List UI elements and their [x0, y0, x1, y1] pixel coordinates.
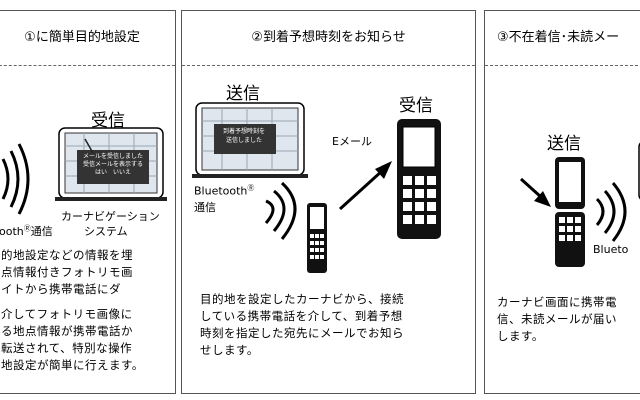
panel-destination-setting: ①に簡単目的地設定 受信 メールを受信しました受信メールを表示するはい いいえ … — [0, 10, 176, 394]
bluetooth-waves-icon — [1, 143, 30, 215]
panel-arrival-notice: ②到着予想時刻をお知らせ — [181, 10, 476, 394]
bluetooth-waves-icon — [264, 181, 297, 240]
mobile-phone-small-icon — [307, 203, 327, 273]
bluetooth-waves-icon — [595, 182, 627, 242]
panel-description: 目的地を設定したカーナビから、接続 している携帯電話を介して、到着予想 時刻を指… — [200, 292, 404, 357]
illustration — [192, 102, 441, 273]
panel-title: ③不在着信･未読メー — [497, 30, 620, 45]
send-label: 送信 — [547, 134, 581, 154]
panel-description: 的地設定などの情報を埋 点情報付きフォトリモ画 イトから携帯電話にダ 介してフォ… — [1, 248, 144, 372]
send-label: 送信 — [226, 84, 260, 104]
divider — [485, 65, 640, 66]
incoming-arrow-icon — [519, 177, 551, 207]
email-arrow-icon — [338, 161, 392, 211]
divider — [182, 65, 475, 66]
navi-system-label: システム — [84, 225, 128, 238]
mobile-phone-large-icon — [397, 119, 441, 239]
illustration — [519, 142, 640, 267]
navi-label: カーナビゲーション — [61, 210, 160, 223]
car-navi-monitor-icon — [55, 127, 167, 201]
receive-label: 受信 — [91, 111, 125, 131]
car-navi-monitor-icon — [192, 102, 308, 178]
panel-title: ②到着予想時刻をお知らせ — [251, 30, 406, 45]
panel-missed-calls: ③不在着信･未読メー 送信 Blueto カーナビ画面に携帯電 — [484, 10, 640, 394]
panel-description: カーナビ画面に携帯電 信、未読メールが届い します。 — [497, 295, 617, 343]
receive-label: 受信 — [399, 96, 433, 116]
bluetooth-label: BluetoothⓇ — [194, 184, 255, 198]
panel-title: ①に簡単目的地設定 — [24, 30, 140, 45]
divider — [0, 65, 175, 66]
navi-screen-text: メールを受信しました受信メールを表示するはい いいえ — [82, 153, 143, 176]
mobile-phone-icon — [555, 157, 585, 267]
bluetooth-label: oothⓇ通信 — [0, 224, 53, 238]
navi-screen-text: 到着予想時刻を送信しました — [222, 128, 265, 144]
bluetooth-label: Blueto — [593, 243, 629, 256]
comm-label: 通信 — [194, 201, 216, 214]
email-label: Eメール — [332, 135, 372, 148]
illustration — [1, 127, 167, 215]
